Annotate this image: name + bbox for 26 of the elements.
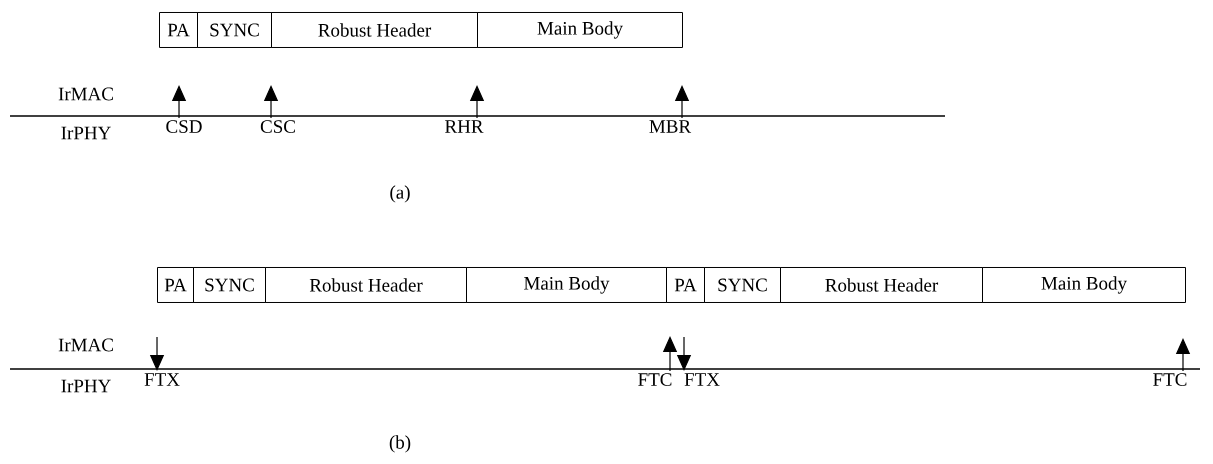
frame-field: PA <box>666 267 705 303</box>
layer-label: IrMAC <box>58 338 113 352</box>
event-label: MBR <box>649 120 692 133</box>
frame-field: PA <box>159 12 198 48</box>
frame-field: SYNC <box>197 12 272 48</box>
frame-field: Robust Header <box>780 267 983 303</box>
event-label: FTC <box>1153 373 1187 386</box>
layer-label: (a) <box>390 185 410 203</box>
frame-field: Main Body <box>466 267 667 303</box>
layer-label: IrPHY <box>61 379 111 393</box>
event-label: FTX <box>684 373 720 386</box>
frame-field: Robust Header <box>265 267 467 303</box>
frame-field: Robust Header <box>271 12 478 48</box>
layer-label: IrMAC <box>58 87 113 101</box>
frame-field: SYNC <box>704 267 781 303</box>
layer-label: (b) <box>389 435 411 453</box>
event-label: RHR <box>445 120 484 133</box>
layer-label: IrPHY <box>61 126 111 140</box>
event-label: CSD <box>166 120 202 133</box>
frame-field: SYNC <box>193 267 266 303</box>
frame-field: PA <box>157 267 194 303</box>
event-label: CSC <box>260 120 295 133</box>
event-label: FTX <box>144 373 180 386</box>
frame-field: Main Body <box>477 12 683 48</box>
event-label: FTC <box>638 373 672 386</box>
frame-field: Main Body <box>982 267 1186 303</box>
